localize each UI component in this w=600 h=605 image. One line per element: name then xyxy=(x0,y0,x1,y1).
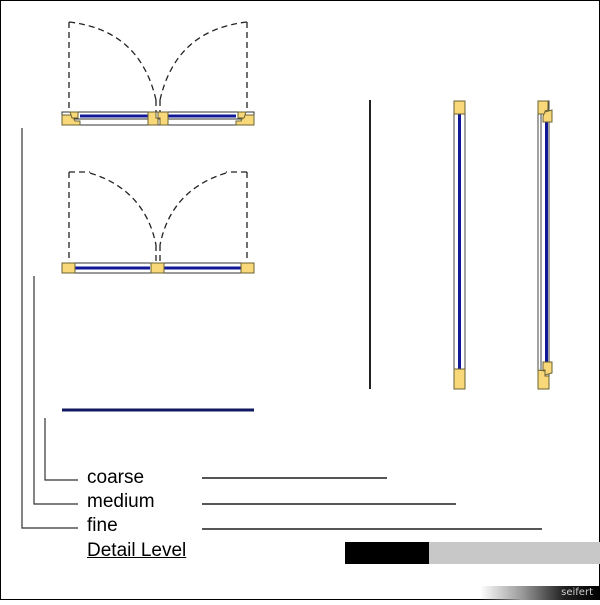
label-medium: medium xyxy=(87,491,155,512)
scale-bar-dark xyxy=(345,542,429,564)
watermark-text: seifert xyxy=(561,587,593,598)
label-fine: fine xyxy=(87,515,118,536)
legend-title: Detail Level xyxy=(87,540,187,561)
leader-lines xyxy=(21,128,78,529)
leader-fine xyxy=(21,128,78,529)
leader-coarse xyxy=(44,418,78,481)
door-plan-medium xyxy=(61,171,255,274)
door-swing-fine xyxy=(68,21,248,113)
watermark: seifert xyxy=(480,586,600,600)
level-bars xyxy=(202,477,542,530)
leader-medium xyxy=(33,276,78,505)
door-plan-fine xyxy=(61,21,255,126)
label-coarse: coarse xyxy=(87,467,145,488)
section-fine xyxy=(537,100,553,390)
door-swing-medium xyxy=(68,171,248,262)
scale-bar-light xyxy=(429,542,600,564)
section-medium xyxy=(453,100,466,390)
